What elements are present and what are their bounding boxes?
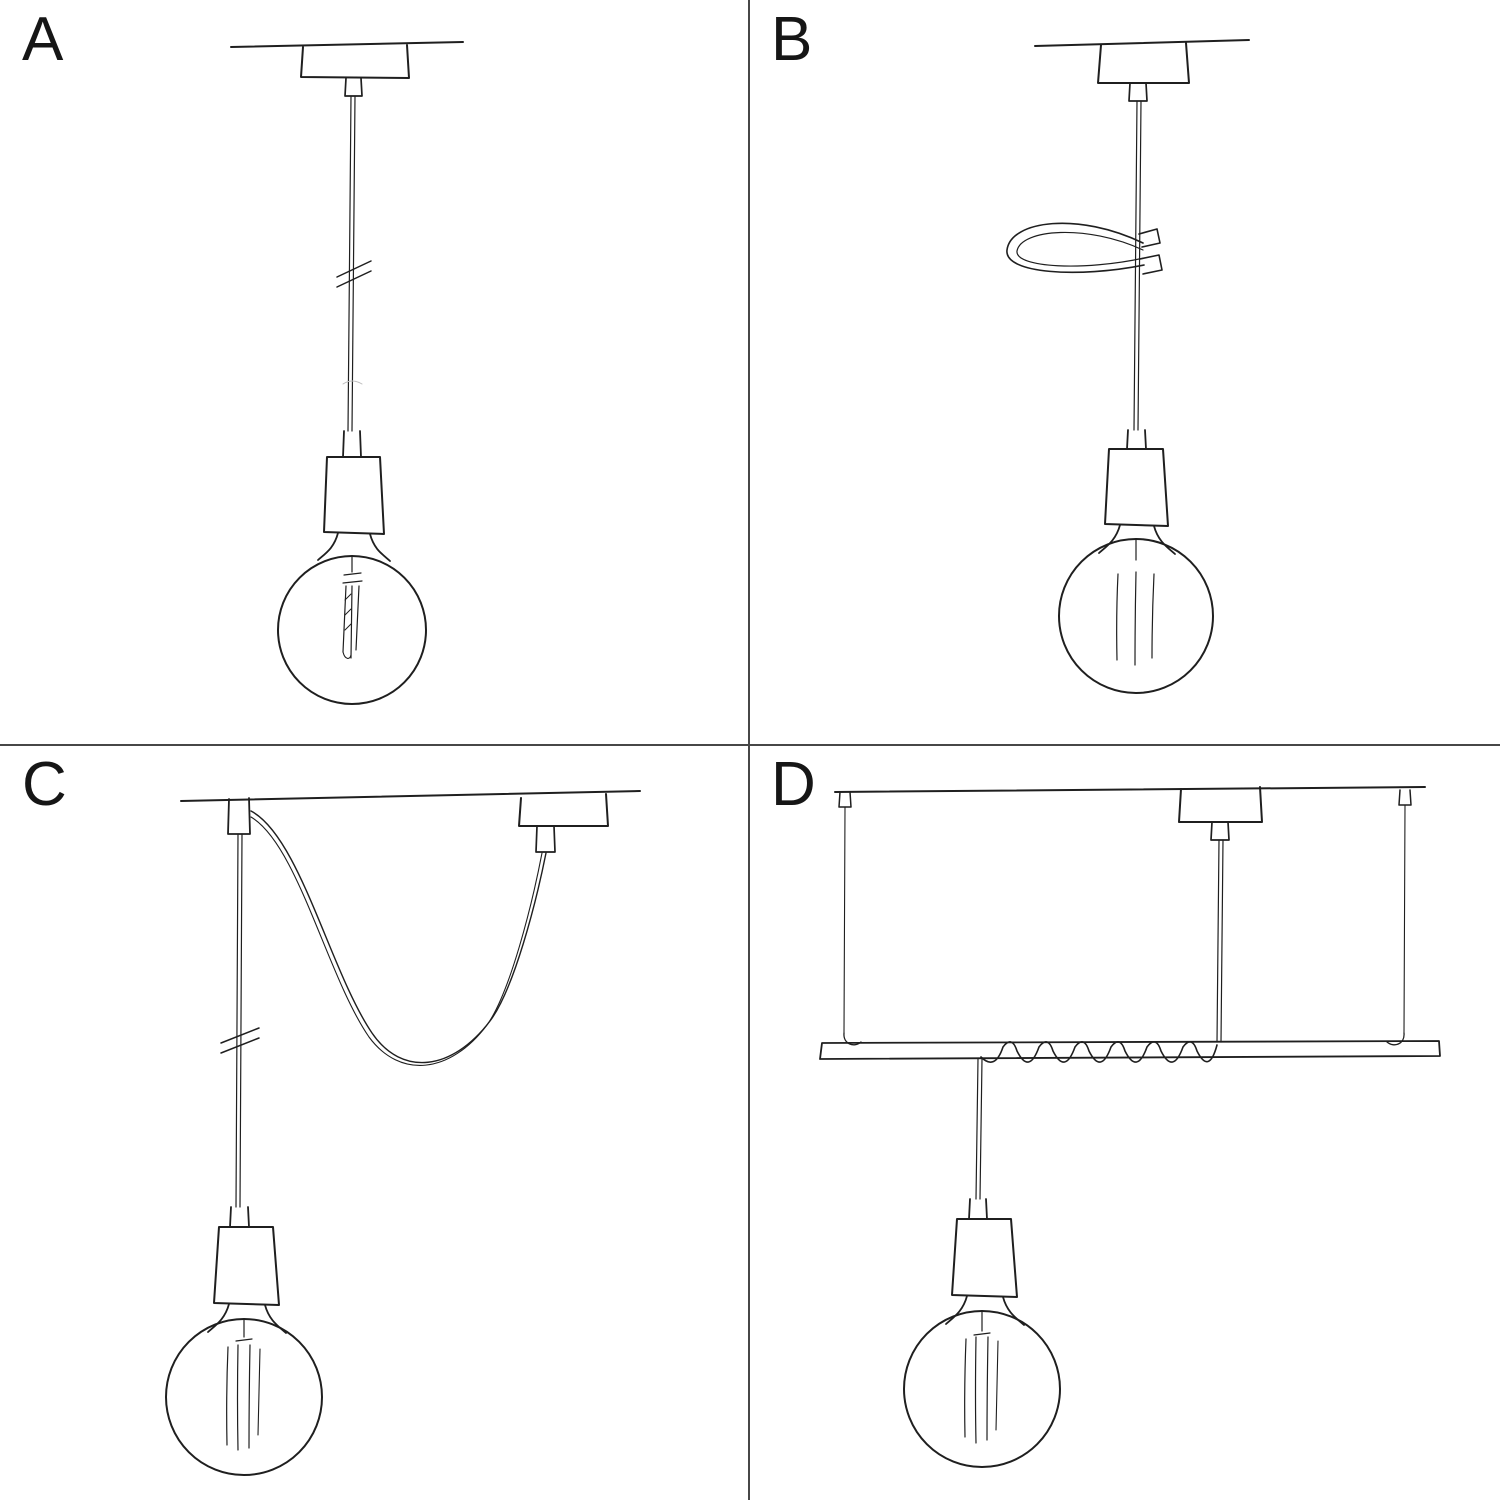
light-bulb bbox=[1058, 538, 1214, 694]
bulb-filament bbox=[226, 1318, 261, 1451]
panel-label: C bbox=[22, 750, 68, 819]
sketch-c-swag-pendant bbox=[165, 790, 641, 1476]
panel-d: D bbox=[749, 745, 1500, 1500]
sketch-b-pendant-cable-loop bbox=[1006, 39, 1250, 694]
ceiling-line bbox=[834, 786, 1426, 793]
bulb-filament bbox=[964, 1310, 999, 1444]
cable-spiral-wrap bbox=[980, 1041, 1218, 1063]
divider-vertical bbox=[748, 0, 750, 1500]
lamp-socket bbox=[317, 430, 391, 562]
ceiling-rose-right bbox=[518, 793, 609, 853]
divider-horizontal bbox=[0, 744, 1500, 746]
power-cable bbox=[347, 95, 356, 432]
lamp-socket bbox=[1098, 429, 1176, 555]
panel-label: A bbox=[22, 5, 65, 74]
wood-bar bbox=[819, 1040, 1441, 1060]
panel-c: C bbox=[0, 745, 748, 1500]
panel-label: B bbox=[771, 5, 814, 74]
bulb-filament bbox=[1116, 538, 1155, 666]
drop-cable bbox=[235, 833, 243, 1208]
light-bulb bbox=[165, 1318, 323, 1476]
cable-break-marks bbox=[336, 260, 372, 288]
suspension-cable-left bbox=[838, 791, 862, 1046]
ceiling-rose bbox=[1097, 42, 1190, 102]
bulb-filament bbox=[342, 555, 363, 659]
ceiling-line bbox=[230, 41, 464, 48]
swag-cable bbox=[250, 810, 547, 1066]
panel-label: D bbox=[771, 750, 817, 819]
suspension-cable-right bbox=[1386, 789, 1412, 1046]
ceiling-line bbox=[1034, 39, 1250, 47]
ceiling-hook-left bbox=[227, 797, 251, 835]
sketch-a-single-pendant bbox=[230, 41, 464, 705]
sketch-d-bar-pendant bbox=[819, 786, 1441, 1468]
light-bulb bbox=[277, 555, 427, 705]
decorative-cable-loop bbox=[1006, 222, 1163, 275]
ceiling-rose bbox=[1178, 786, 1263, 841]
pencil-smudge bbox=[342, 380, 363, 385]
panel-b: B bbox=[749, 0, 1500, 744]
ceiling-line bbox=[180, 790, 641, 802]
cable-break-marks bbox=[220, 1027, 260, 1054]
lamp-socket bbox=[945, 1198, 1025, 1326]
ceiling-rose bbox=[300, 44, 410, 97]
drop-cable bbox=[975, 1058, 983, 1200]
panel-a: A bbox=[0, 0, 748, 744]
lamp-socket bbox=[207, 1206, 287, 1334]
power-cable bbox=[1216, 839, 1224, 1043]
